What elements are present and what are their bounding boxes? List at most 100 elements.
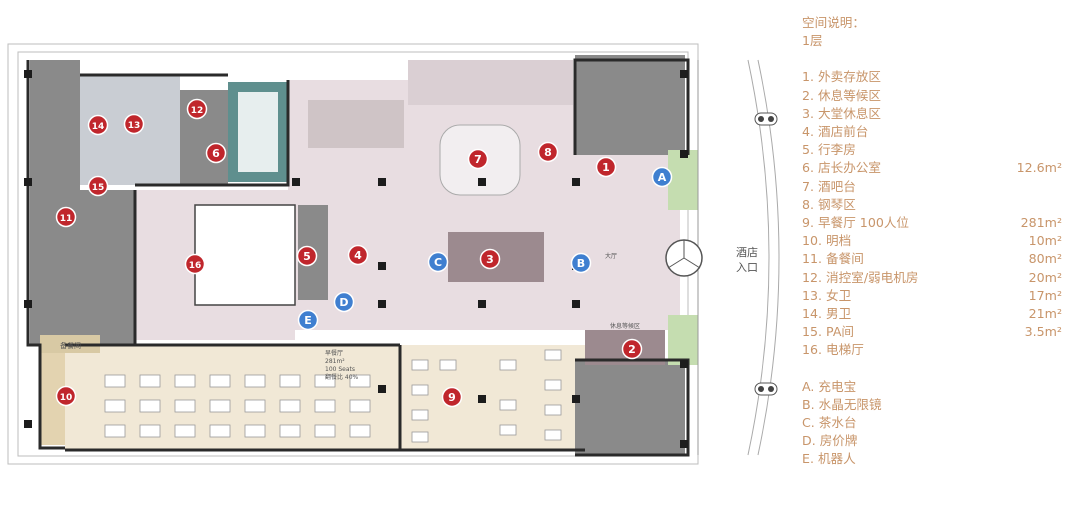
legend-item-b-label: D. 房价牌 [802,433,858,449]
legend-item-area: 281m² [1020,215,1062,231]
marker-A: A [651,166,673,188]
marker-label: 4 [354,249,362,262]
marker-label: 5 [303,250,311,263]
marker-circle [186,98,208,120]
legend-item: 7. 酒吧台 [802,178,1062,196]
legend-item-label: 8. 钢琴区 [802,196,856,212]
marker-circle [123,113,145,135]
legend-item-area: 12.6m² [1016,160,1062,176]
prep-room-lower [30,190,135,345]
marker-label: 10 [60,393,73,403]
entrance: 酒店 入口 [665,59,780,456]
legend-item-label: 12. 消控室/弱电机房 [802,269,919,285]
breakfast-label-4: 翻餐比 40% [325,373,359,381]
marker-circle [479,248,501,270]
marker-4: 4 [347,244,369,266]
lobby-label: 大厅 [605,252,617,260]
legend-item-label: 5. 行李房 [802,142,856,158]
planter-bottom [668,315,698,365]
legend-item: 4. 酒店前台 [802,123,1062,141]
marker-circle [347,244,369,266]
legend-item-area: 3.5m² [1024,324,1062,340]
legend-item-label: 7. 酒吧台 [802,178,856,194]
legend-item-label: 6. 店长办公室 [802,160,881,176]
marker-circle [621,338,643,360]
legend-item-area: 20m² [1028,269,1062,285]
marker-circle [55,385,77,407]
marker-label: 3 [486,253,494,266]
legend-item-label: 14. 男卫 [802,306,852,322]
legend-item-area: 10m² [1028,233,1062,249]
marker-circle [651,166,673,188]
marker-label: A [658,171,667,184]
marker-8: 8 [537,141,559,163]
marker-15: 15 [87,175,109,197]
columns [24,70,688,448]
legend-item-b: D. 房价牌 [802,432,1062,450]
marker-label: 11 [60,214,73,224]
marker-2: 2 [621,338,643,360]
legend-item: 2. 休息等候区 [802,87,1062,105]
marker-circle [595,156,617,178]
legend-item: 3. 大堂休息区 [802,105,1062,123]
marker-circle [184,253,206,275]
legend-item: 12. 消控室/弱电机房 20m² [802,269,1062,287]
marker-circle [427,251,449,273]
legend-item: 6. 店长办公室 12.6m² [802,159,1062,177]
legend-item: 14. 男卫 21m² [802,305,1062,323]
marker-label: 12 [191,106,204,116]
marker-circle [296,245,318,267]
legend-item-area: 80m² [1028,251,1062,267]
planter-top [668,150,698,210]
marker-3: 3 [479,248,501,270]
marker-circle [467,148,489,170]
legend-item-b: B. 水晶无限镜 [802,396,1062,414]
marker-B: B [570,252,592,274]
prep-room-label: 备餐间 [60,341,81,350]
legend-item-b-label: A. 充电宝 [802,378,857,394]
legend-item-area: 21m² [1028,306,1062,322]
marker-label: B [577,257,585,270]
legend-item-b-label: B. 水晶无限镜 [802,396,882,412]
walls [26,58,690,457]
marker-label: D [339,296,348,309]
marker-label: 2 [628,343,636,356]
marker-label: 15 [92,183,105,193]
marker-12: 12 [186,98,208,120]
marker-E: E [297,309,319,331]
lobby-lounge-top [408,60,573,105]
legend-title-text: 空间说明： [802,15,865,30]
marker-label: C [434,256,442,269]
legend-item-label: 4. 酒店前台 [802,124,869,140]
marker-circle [441,386,463,408]
marker-label: E [304,314,312,327]
legend-item-b: E. 机器人 [802,450,1062,468]
legend-title: 空间说明： [802,14,1062,32]
legend-item-label: 16. 电梯厅 [802,342,864,358]
legend-item-label: 1. 外卖存放区 [802,69,881,85]
entrance-label-2: 入口 [736,261,758,274]
marker-label: 14 [92,122,105,132]
legend-item-area: 17m² [1028,287,1062,303]
marker-label: 7 [474,153,482,166]
marker-label: 8 [544,146,552,159]
marker-5: 5 [296,245,318,267]
legend-item-b-label: C. 茶水台 [802,415,857,431]
breakfast-label-3: 100 Seats [325,366,355,373]
marker-circle [333,291,355,313]
legend-item-b: A. 充电宝 [802,378,1062,396]
legend-item-label: 10. 明档 [802,233,852,249]
marker-circle [87,175,109,197]
manager-office-inner [238,92,278,172]
legend-floor-text: 1层 [802,33,823,49]
marker-label: 9 [448,391,456,404]
legend-item: 5. 行李房 [802,141,1062,159]
blue-markers: A B C D E [297,166,673,331]
ne-service-zone [575,55,685,155]
legend-item-label: 11. 备餐间 [802,251,864,267]
